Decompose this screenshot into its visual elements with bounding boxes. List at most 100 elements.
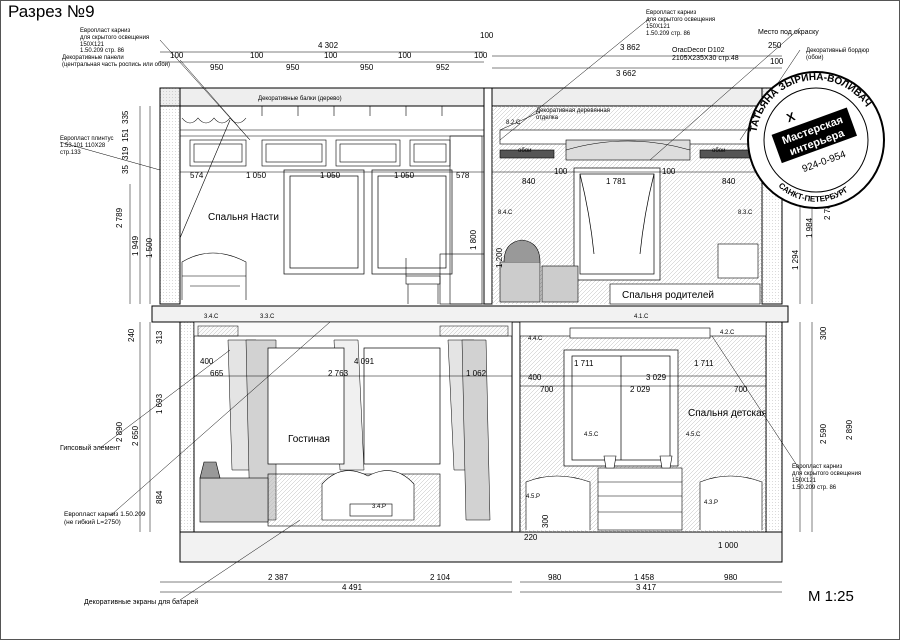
callout-4-5c-a: 4.5.С — [584, 432, 599, 438]
studio-stamp: ТАТЬЯНА ЗЫРИНА-ВОЛИВАЧ САНКТ-ПЕТЕРБУРГ М… — [747, 71, 885, 209]
note-wood-trim-2: отделка — [536, 115, 559, 121]
dim-k3029: 3 029 — [646, 373, 667, 382]
room-living: Гостиная — [288, 434, 330, 445]
callout-8-2c: 8.2.С — [506, 120, 521, 126]
dim-r2890: 2 890 — [845, 419, 854, 440]
armchairs — [499, 239, 579, 303]
dim-2789-l: 2 789 — [115, 207, 124, 228]
kids-beds — [525, 475, 763, 530]
dim-k400: 400 — [528, 373, 542, 382]
dim-k220: 220 — [524, 533, 538, 542]
note-screens: Декоративные экраны для батарей — [84, 598, 198, 606]
dim-1050-b: 1 050 — [320, 171, 341, 180]
wall-right-lower — [765, 321, 783, 533]
callout-4-4c: 4.4.С — [528, 336, 543, 342]
dim-top-chain-8: 100 — [474, 51, 488, 60]
chair-nastya — [405, 258, 441, 304]
dim-r2590: 2 590 — [819, 423, 828, 444]
note-cornice-top-1: Европласт карниз — [80, 28, 130, 34]
dim-b4491: 4 491 — [342, 583, 363, 592]
dim-right-3862: 3 862 — [620, 43, 641, 52]
dimension-lines — [129, 51, 813, 593]
note-oracdecor-2: 2105X235X30 стр.48 — [672, 55, 739, 62]
callout-3-4c: 3.4.С — [204, 314, 219, 320]
upper-floor — [151, 87, 789, 323]
dim-top-chain-0: 100 — [170, 51, 184, 60]
side-table — [717, 243, 759, 279]
parents-trim — [499, 129, 755, 161]
dim-b980-b: 980 — [724, 573, 738, 582]
dresser — [597, 455, 683, 531]
dim-top-total: 4 302 — [318, 41, 339, 50]
dim-884: 884 — [155, 490, 164, 504]
room-kids: Спальня детская — [688, 408, 767, 419]
wall-left-lower — [179, 321, 195, 533]
floor-slab-bottom — [179, 531, 783, 563]
dim-313: 313 — [155, 330, 164, 344]
dim-2650: 2 650 — [131, 425, 140, 446]
note-border-2: (обои) — [806, 55, 823, 61]
room-parents: Спальня родителей — [622, 290, 714, 301]
note-cornice-r-4: 1.50.209 стр. 86 — [646, 31, 691, 37]
dim-840-b: 840 — [722, 177, 736, 186]
callout-4-1c: 4.1.С — [634, 314, 649, 320]
dim-right-100: 100 — [770, 57, 784, 66]
dim-1693: 1 693 — [155, 393, 164, 414]
wardrobe — [449, 135, 483, 305]
dim-2890-l: 2 890 — [115, 421, 124, 442]
dim-g665: 665 — [210, 369, 224, 378]
room-nastya: Спальня Насти — [208, 212, 279, 223]
lower-floor — [179, 321, 783, 563]
dim-840-a: 840 — [522, 177, 536, 186]
callout-8-4c: 8.4.С — [498, 210, 513, 216]
dim-1050-c: 1 050 — [394, 171, 415, 180]
dim-r300: 300 — [819, 326, 828, 340]
dim-g1062: 1 062 — [466, 369, 487, 378]
windows-nastya — [283, 169, 453, 275]
dim-574: 574 — [190, 171, 204, 180]
dim-151: 151 — [121, 128, 130, 142]
dim-1050-a: 1 050 — [246, 171, 267, 180]
note-border-1: Декоративный бордюр — [806, 47, 870, 54]
desk — [439, 253, 485, 305]
note-cornice-bl-1: Европласт карниз 1.50.209 — [64, 511, 146, 518]
dim-100-b: 100 — [662, 167, 676, 176]
dim-r2789: 2 789 — [823, 199, 832, 220]
bed-nastya — [181, 252, 247, 300]
callout-3-3c: 3.3.С — [260, 314, 275, 320]
dim-k1000: 1 000 — [718, 541, 739, 550]
wall-left-upper — [159, 87, 181, 305]
callout-4-5p: 4.5.Р — [526, 494, 540, 500]
bed-parents — [609, 283, 761, 305]
dim-k1711-a: 1 711 — [574, 359, 594, 368]
dim-1781: 1 781 — [606, 177, 627, 186]
dim-right-250: 250 — [768, 41, 782, 50]
dim-1949: 1 949 — [131, 235, 140, 256]
callout-3-4p: 3.4.Р — [372, 504, 386, 510]
dim-k700-a: 700 — [540, 385, 554, 394]
window-parents — [573, 167, 661, 281]
note-cornice-r-2: для скрытого освещения — [646, 17, 715, 23]
dim-b2104: 2 104 — [430, 573, 451, 582]
dim-k300: 300 — [541, 514, 550, 528]
dim-top-chain-5: 950 — [360, 63, 374, 72]
note-plinth-3: стр.133 — [60, 150, 81, 156]
dim-578: 578 — [456, 171, 470, 180]
note-cornice-top-3: 150X121 — [80, 42, 105, 48]
dim-319: 319 — [121, 146, 130, 160]
dim-top-chain-6: 100 — [398, 51, 412, 60]
note-cornice-br-2: для скрытого освещения — [792, 471, 861, 477]
dim-1500: 1 500 — [145, 237, 154, 258]
dim-k1711-b: 1 711 — [694, 359, 714, 368]
note-cornice-br-1: Европласт карниз — [792, 464, 842, 470]
dim-top-chain-4: 100 — [324, 51, 338, 60]
note-beams: Декоративные балки (дерево) — [258, 96, 342, 102]
note-cornice-br-4: 1.50.209 стр. 86 — [792, 485, 837, 491]
dim-b980-a: 980 — [548, 573, 562, 582]
callout-4-5c-b: 4.5.С — [686, 432, 701, 438]
dim-g4091: 4 091 — [354, 357, 375, 366]
dim-240: 240 — [127, 328, 136, 342]
windows-living — [267, 347, 441, 465]
note-panels-2: (центральная часть роспись или обои) — [62, 62, 170, 68]
